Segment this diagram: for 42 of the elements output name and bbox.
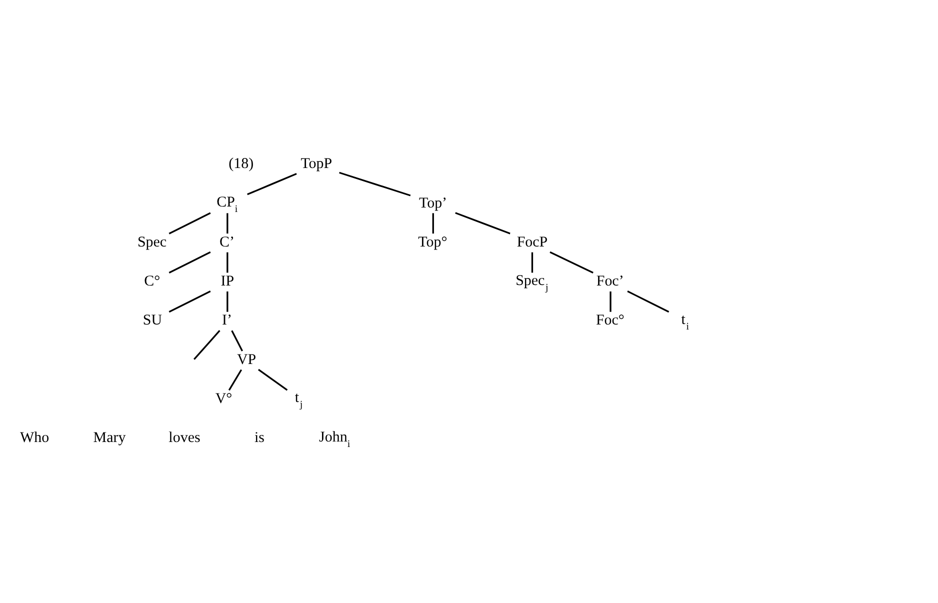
node-text: SU xyxy=(142,312,162,329)
node-text: C’ xyxy=(219,234,234,250)
connector xyxy=(168,212,211,234)
connector xyxy=(550,251,594,274)
connector xyxy=(168,290,211,313)
connector xyxy=(455,212,510,234)
node-text: t$_{j}$ xyxy=(294,390,303,411)
node-text: TopP xyxy=(300,156,332,172)
connector xyxy=(231,330,244,352)
node-text: Spec$_{j}$ xyxy=(516,272,548,294)
label: John$_{i}$ xyxy=(319,429,350,450)
connector xyxy=(247,172,297,196)
node-text: Spec xyxy=(137,234,167,250)
node-text: C° xyxy=(144,274,160,290)
label: is xyxy=(254,430,264,446)
node-text: t$_{i}$ xyxy=(681,312,690,332)
connector xyxy=(226,291,228,312)
node-text: IP xyxy=(220,274,234,290)
label: (18) xyxy=(228,156,254,172)
node-text: Top’ xyxy=(418,195,448,212)
node-text: VP xyxy=(236,352,256,368)
label: Mary xyxy=(93,430,126,446)
label: loves xyxy=(168,430,200,446)
connector xyxy=(432,213,434,234)
connector xyxy=(168,251,211,274)
connector xyxy=(226,252,228,273)
connector xyxy=(339,172,411,196)
node-text: Foc° xyxy=(596,312,624,329)
node-text: CP$_{i}$ xyxy=(216,194,238,215)
connector xyxy=(228,369,242,391)
connector xyxy=(627,290,670,313)
node-text: V° xyxy=(215,391,232,408)
label: Who xyxy=(20,430,50,446)
node-text: Top° xyxy=(418,234,448,250)
connector xyxy=(258,368,288,391)
connector xyxy=(531,252,534,273)
node-text: Foc’ xyxy=(596,274,624,290)
node-text: I’ xyxy=(222,312,232,329)
connector xyxy=(610,291,612,312)
connector xyxy=(226,213,228,234)
node-text: FocP xyxy=(516,234,548,250)
connector xyxy=(194,330,220,360)
